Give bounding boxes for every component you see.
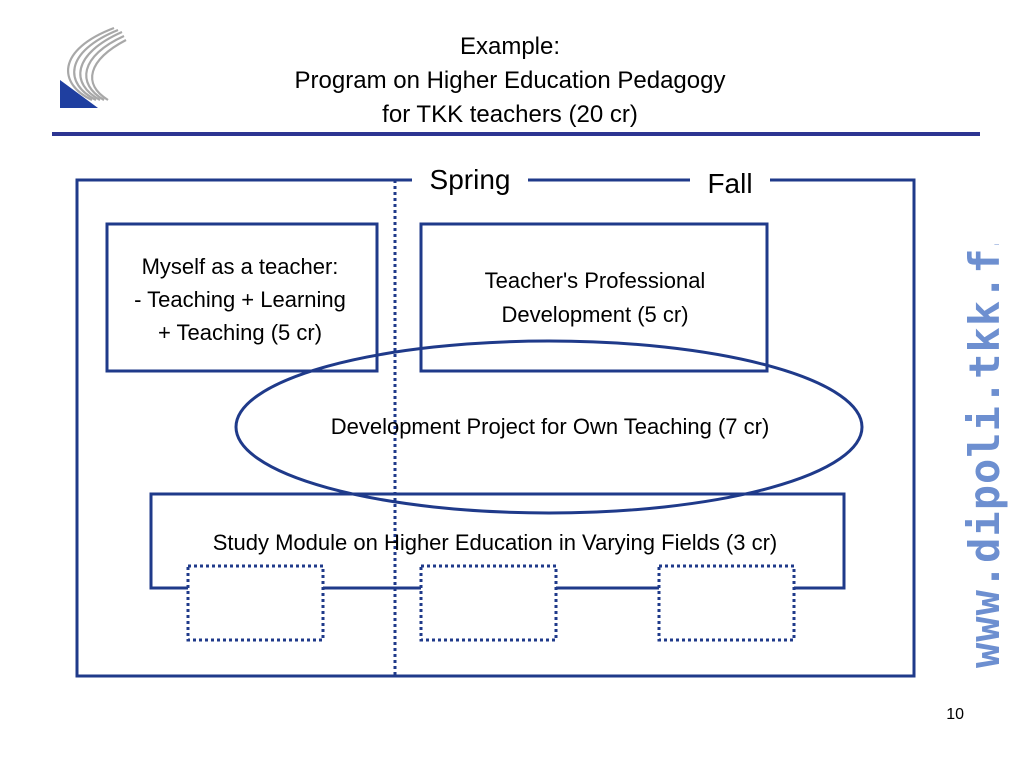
myself-line-1: Myself as a teacher: [141, 254, 339, 279]
logo-triangle-icon [60, 80, 98, 108]
title-line-2: Program on Higher Education Pedagogy [294, 67, 726, 94]
title-line-1: Example: [459, 33, 561, 60]
tpd-line-2: Development (5 cr) [501, 302, 689, 327]
spring-label: Spring [412, 160, 528, 200]
tkk-logo [60, 26, 127, 108]
title-underline [52, 132, 980, 136]
myself-teacher-text: Myself as a teacher: - Teaching + Learni… [98, 250, 382, 349]
title-line-3: for TKK teachers (20 cr) [382, 101, 638, 128]
slide-title: Example: Program on Higher Education Ped… [200, 30, 820, 132]
myself-line-2: - Teaching + Learning [134, 287, 346, 312]
professional-development-text: Teacher's Professional Development (5 cr… [424, 264, 766, 332]
elective-slot-2 [419, 564, 558, 642]
page-number: 10 [946, 706, 964, 723]
myself-line-3: + Teaching (5 cr) [157, 320, 323, 345]
side-url-text: www.dipoli.tkk.fi [960, 244, 1009, 668]
side-url-watermark: www.dipoli.tkk.fi [950, 244, 1020, 668]
development-project-ellipse [234, 339, 864, 515]
development-project-text: Development Project for Own Teaching (7 … [330, 414, 770, 439]
tpd-line-1: Teacher's Professional [484, 268, 706, 293]
fall-label: Fall [690, 164, 770, 204]
elective-slot-1 [186, 564, 325, 642]
elective-slot-3 [657, 564, 796, 642]
professional-development-box [419, 222, 769, 373]
study-module-text: Study Module on Higher Education in Vary… [212, 530, 778, 555]
myself-teacher-box [105, 222, 379, 373]
logo-wing-icon [67, 26, 127, 101]
